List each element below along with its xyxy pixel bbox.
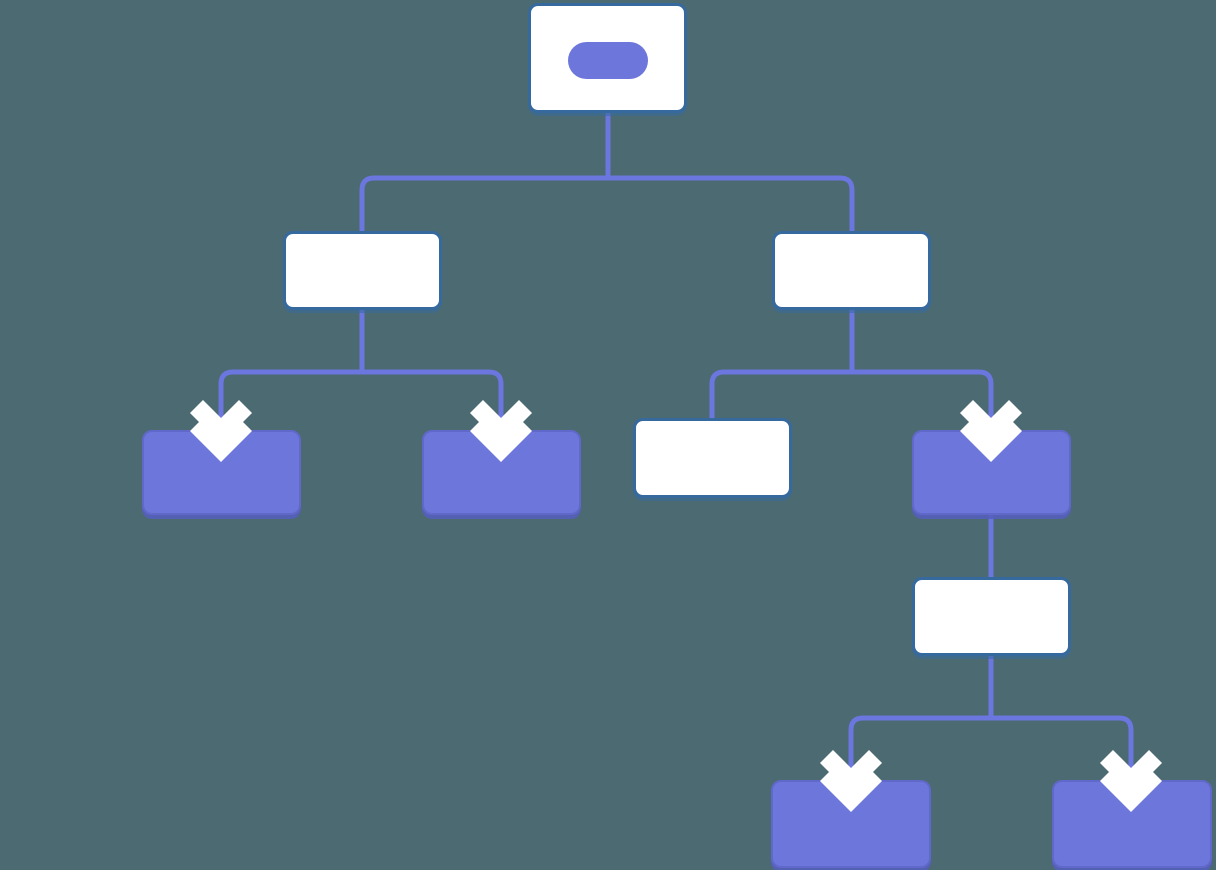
node-right-child-a-label	[636, 421, 789, 495]
node-bottom-child-a-label	[773, 782, 929, 866]
node-root[interactable]	[528, 3, 687, 113]
node-level1-left-label	[286, 234, 439, 307]
node-bottom-child-b-label	[1054, 782, 1210, 866]
node-root-badge	[568, 42, 648, 79]
node-left-child-a-label	[144, 432, 299, 513]
node-level1-left[interactable]	[283, 231, 442, 310]
node-left-child-b-label	[424, 432, 579, 513]
node-left-child-a[interactable]	[142, 430, 301, 515]
node-bottom-child-a[interactable]	[771, 780, 931, 868]
node-bottom-child-b[interactable]	[1052, 780, 1212, 868]
node-right-level2-label	[915, 580, 1068, 653]
node-right-level2[interactable]	[912, 577, 1071, 656]
node-right-child-a[interactable]	[633, 418, 792, 498]
node-right-child-b-label	[914, 432, 1069, 513]
node-level1-right-label	[775, 234, 928, 307]
node-right-child-b[interactable]	[912, 430, 1071, 515]
node-left-child-b[interactable]	[422, 430, 581, 515]
node-level1-right[interactable]	[772, 231, 931, 310]
